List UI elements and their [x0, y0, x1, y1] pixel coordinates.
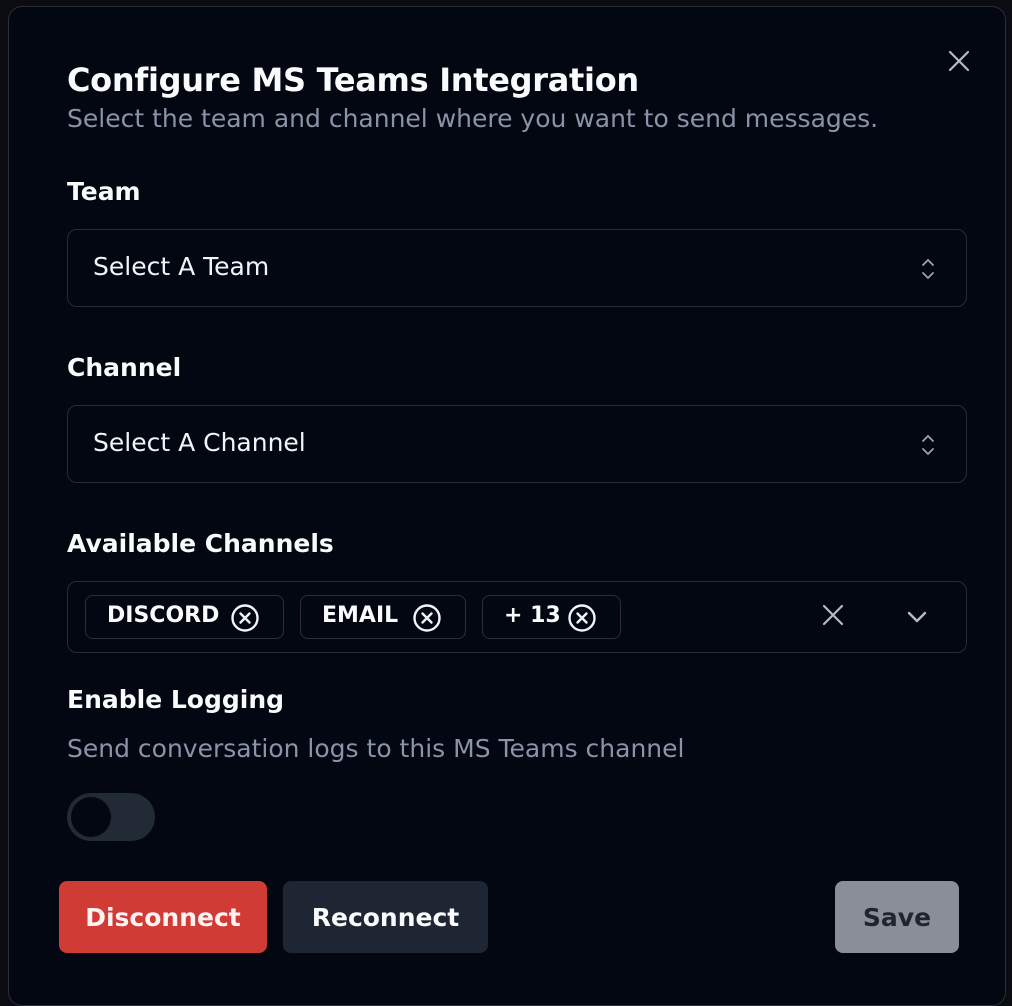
team-select[interactable]: Select A Team [67, 229, 967, 307]
enable-logging-description: Send conversation logs to this MS Teams … [67, 734, 685, 763]
channel-chip-discord: DISCORD [85, 595, 284, 639]
chip-label: EMAIL [322, 603, 399, 628]
channel-select-value: Select A Channel [93, 428, 306, 457]
chevron-down-icon[interactable] [904, 604, 930, 630]
remove-chip-icon[interactable] [230, 603, 260, 633]
remove-chip-icon[interactable] [567, 603, 597, 633]
team-label: Team [67, 177, 141, 206]
channel-select[interactable]: Select A Channel [67, 405, 967, 483]
toggle-knob [71, 797, 111, 837]
chip-label: + 13 [504, 603, 561, 628]
channel-chip-email: EMAIL [300, 595, 466, 639]
save-button[interactable]: Save [835, 881, 959, 953]
reconnect-button[interactable]: Reconnect [283, 881, 488, 953]
close-button[interactable] [945, 47, 973, 75]
dialog-subtitle: Select the team and channel where you wa… [67, 104, 879, 133]
close-icon [948, 50, 970, 72]
dialog-title: Configure MS Teams Integration [67, 61, 639, 99]
remove-chip-icon[interactable] [412, 603, 442, 633]
ms-teams-config-dialog: Configure MS Teams Integration Select th… [8, 6, 1006, 1006]
chip-label: DISCORD [107, 603, 220, 628]
available-channels-multiselect[interactable]: DISCORD EMAIL + 13 [67, 581, 967, 653]
channel-chip-more: + 13 [482, 595, 621, 639]
enable-logging-toggle[interactable] [67, 793, 155, 841]
disconnect-button[interactable]: Disconnect [59, 881, 267, 953]
team-select-value: Select A Team [93, 252, 270, 281]
available-channels-label: Available Channels [67, 529, 334, 558]
clear-all-icon[interactable] [820, 602, 846, 628]
chevron-up-down-icon [922, 259, 934, 279]
enable-logging-label: Enable Logging [67, 685, 285, 714]
chevron-up-down-icon [922, 435, 934, 455]
channel-label: Channel [67, 353, 182, 382]
